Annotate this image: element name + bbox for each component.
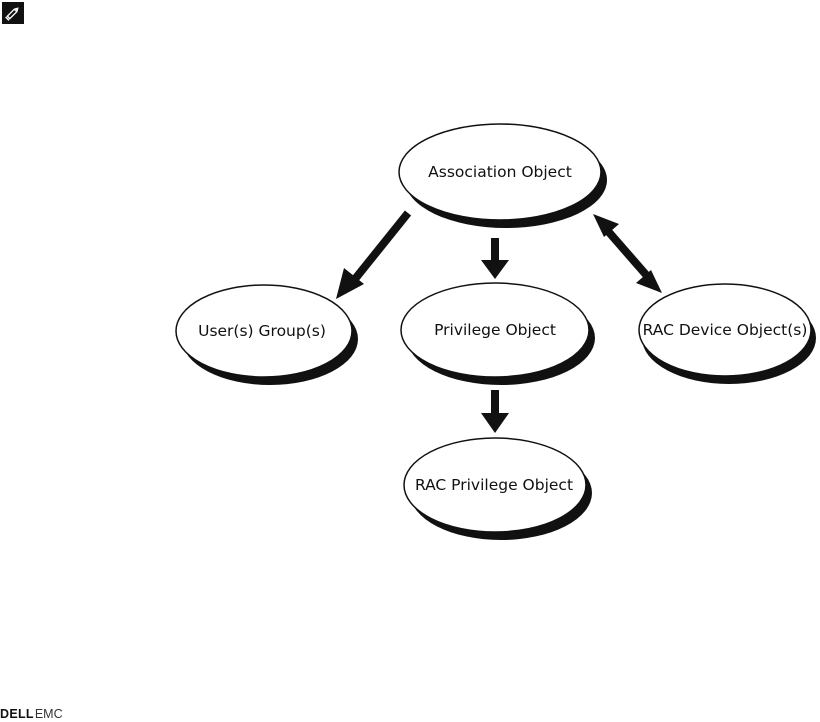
node-shape <box>638 283 812 377</box>
node-label: RAC Privilege Object <box>415 476 573 494</box>
node-shape <box>403 437 587 533</box>
arrow-association-rac-device-bidirectional <box>593 214 662 293</box>
logo-primary-text: DELL <box>0 707 34 721</box>
arrow-association-to-users-groups <box>336 210 412 299</box>
node-shape <box>175 284 353 378</box>
note-pencil-icon <box>2 2 24 24</box>
arrowhead-start <box>593 214 619 237</box>
node-privilege-object: Privilege Object <box>400 282 595 385</box>
dell-emc-logo: DELL EMC <box>0 706 63 722</box>
node-association-object: Association Object <box>398 123 607 228</box>
node-label: RAC Device Object(s) <box>643 321 808 339</box>
node-rac-privilege-object: RAC Privilege Object <box>403 437 592 540</box>
arrowhead <box>481 260 509 279</box>
logo-secondary-text: EMC <box>34 707 63 721</box>
arrowhead-end <box>636 270 662 293</box>
node-label: User(s) Group(s) <box>198 322 326 340</box>
arrow-privilege-to-rac-privilege <box>481 390 509 433</box>
arrowhead <box>336 268 364 299</box>
node-users-groups: User(s) Group(s) <box>175 284 358 385</box>
node-rac-device-objects: RAC Device Object(s) <box>638 283 816 384</box>
node-label: Privilege Object <box>434 321 556 339</box>
node-label: Association Object <box>428 163 572 181</box>
arrowhead <box>481 413 509 433</box>
node-shape <box>400 282 590 378</box>
arrow-association-to-privilege <box>481 238 509 279</box>
node-shape <box>398 123 602 221</box>
